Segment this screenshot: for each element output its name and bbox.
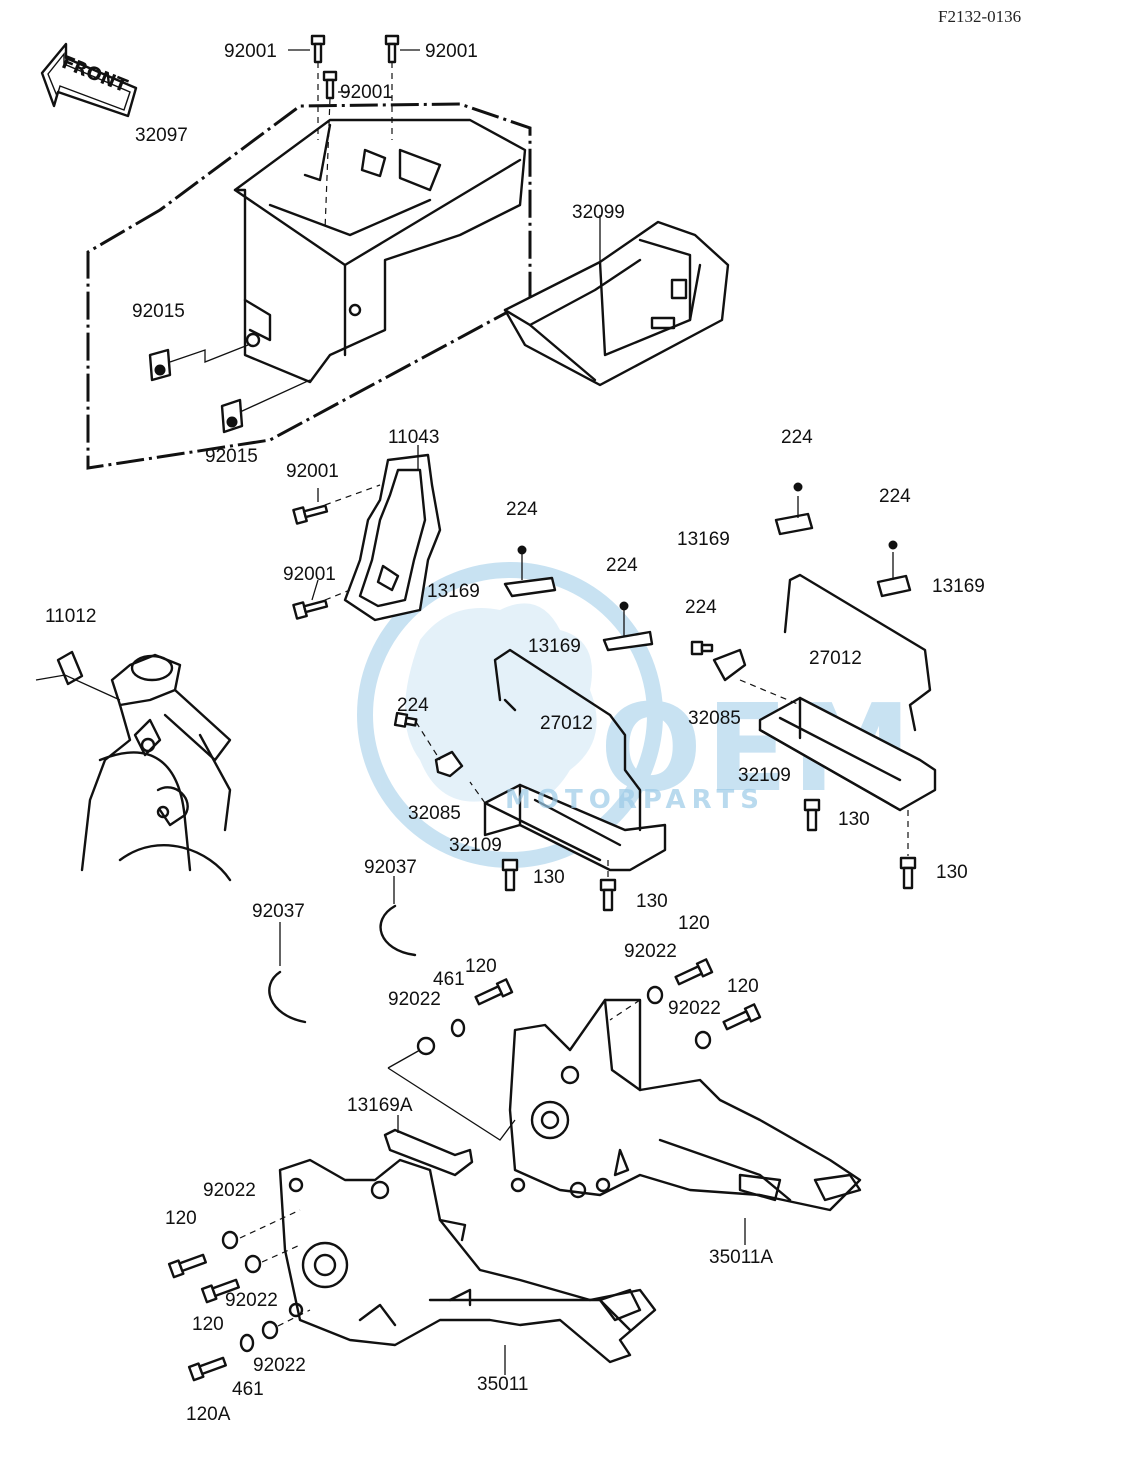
part-label-92022[interactable]: 92022 bbox=[388, 989, 441, 1010]
clips-92037 bbox=[268, 876, 417, 1024]
part-label-130[interactable]: 130 bbox=[636, 891, 668, 912]
part-label-92001[interactable]: 92001 bbox=[283, 564, 336, 585]
part-label-13169A[interactable]: 13169A bbox=[347, 1095, 413, 1116]
bracket-11043 bbox=[292, 445, 442, 622]
part-label-224[interactable]: 224 bbox=[397, 695, 429, 716]
watermark-subtext: MOTORPARTS bbox=[505, 785, 765, 815]
bolts-120-washers bbox=[167, 958, 762, 1382]
battery-cover-tray bbox=[503, 215, 730, 387]
part-label-120[interactable]: 120 bbox=[192, 1314, 224, 1335]
part-label-32099[interactable]: 32099 bbox=[572, 202, 625, 223]
part-label-32085[interactable]: 32085 bbox=[688, 708, 741, 729]
part-label-32097[interactable]: 32097 bbox=[135, 125, 188, 146]
part-label-92001[interactable]: 92001 bbox=[425, 41, 478, 62]
part-label-35011A[interactable]: 35011A bbox=[709, 1247, 774, 1268]
part-label-11043[interactable]: 11043 bbox=[388, 427, 440, 448]
part-label-120A[interactable]: 120A bbox=[186, 1404, 231, 1425]
part-label-11012[interactable]: 11012 bbox=[45, 606, 97, 627]
part-label-130[interactable]: 130 bbox=[533, 867, 565, 888]
part-label-13169[interactable]: 13169 bbox=[932, 576, 985, 597]
battery-holder-left bbox=[393, 545, 667, 872]
footrest-bracket-left bbox=[278, 1115, 657, 1375]
part-label-92022[interactable]: 92022 bbox=[225, 1290, 278, 1311]
front-arrow-icon bbox=[40, 42, 138, 118]
part-label-92022[interactable]: 92022 bbox=[253, 1355, 306, 1376]
footrest-bracket-right bbox=[508, 998, 862, 1245]
part-label-92001[interactable]: 92001 bbox=[340, 82, 393, 103]
part-label-92037[interactable]: 92037 bbox=[252, 901, 305, 922]
part-label-27012[interactable]: 27012 bbox=[540, 713, 593, 734]
battery-case-assembly bbox=[86, 102, 532, 470]
part-label-32109[interactable]: 32109 bbox=[738, 765, 791, 786]
battery-holder-right bbox=[690, 482, 937, 812]
part-label-130[interactable]: 130 bbox=[936, 862, 968, 883]
part-label-130[interactable]: 130 bbox=[838, 809, 870, 830]
part-label-224[interactable]: 224 bbox=[685, 597, 717, 618]
part-label-461[interactable]: 461 bbox=[433, 969, 465, 990]
figure-code: F2132-0136 bbox=[938, 7, 1022, 26]
part-label-224[interactable]: 224 bbox=[506, 499, 538, 520]
part-label-13169[interactable]: 13169 bbox=[427, 581, 480, 602]
part-label-120[interactable]: 120 bbox=[165, 1208, 197, 1229]
part-label-224[interactable]: 224 bbox=[606, 555, 638, 576]
part-label-13169[interactable]: 13169 bbox=[528, 636, 581, 657]
part-label-461[interactable]: 461 bbox=[232, 1379, 264, 1400]
part-label-35011[interactable]: 35011 bbox=[477, 1374, 529, 1395]
part-label-92015[interactable]: 92015 bbox=[205, 446, 258, 467]
part-label-32109[interactable]: 32109 bbox=[449, 835, 502, 856]
part-label-224[interactable]: 224 bbox=[781, 427, 813, 448]
part-label-120[interactable]: 120 bbox=[678, 913, 710, 934]
part-label-92037[interactable]: 92037 bbox=[364, 857, 417, 878]
bolts-130 bbox=[501, 798, 917, 912]
part-label-92022[interactable]: 92022 bbox=[668, 998, 721, 1019]
part-label-224[interactable]: 224 bbox=[879, 486, 911, 507]
part-label-92001[interactable]: 92001 bbox=[286, 461, 339, 482]
part-label-13169[interactable]: 13169 bbox=[677, 529, 730, 550]
bolts-92001-top bbox=[288, 34, 420, 231]
part-label-92022[interactable]: 92022 bbox=[624, 941, 677, 962]
part-label-120[interactable]: 120 bbox=[465, 956, 497, 977]
part-label-27012[interactable]: 27012 bbox=[809, 648, 862, 669]
frame-section-11012 bbox=[35, 650, 232, 882]
part-label-92015[interactable]: 92015 bbox=[132, 301, 185, 322]
part-label-92001[interactable]: 92001 bbox=[224, 41, 277, 62]
part-label-92022[interactable]: 92022 bbox=[203, 1180, 256, 1201]
part-label-120[interactable]: 120 bbox=[727, 976, 759, 997]
part-label-32085[interactable]: 32085 bbox=[408, 803, 461, 824]
